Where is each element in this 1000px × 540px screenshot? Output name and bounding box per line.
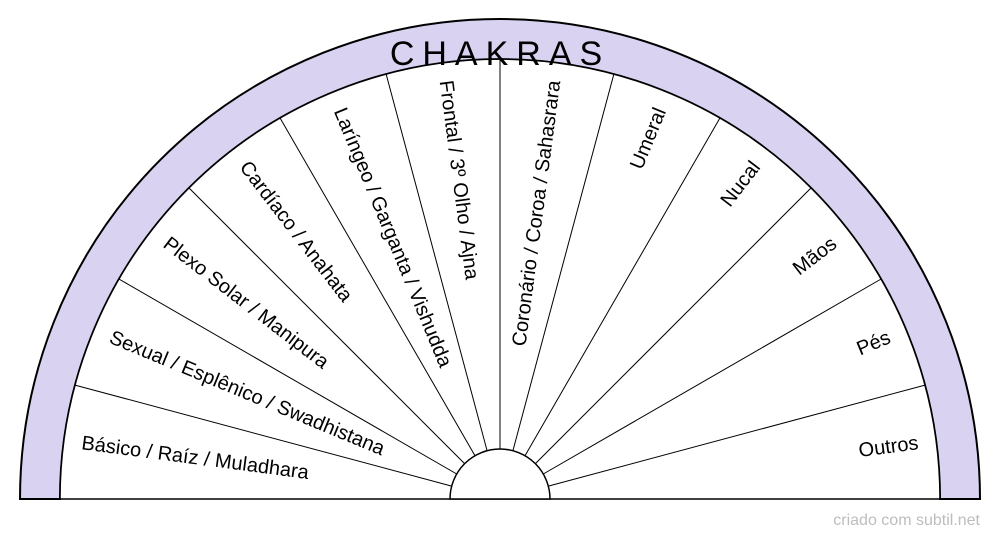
sector-divider <box>279 117 476 456</box>
sector-divider <box>512 73 615 451</box>
sector-dividers <box>60 59 940 500</box>
sector-divider <box>118 278 457 475</box>
sector-divider <box>548 384 926 487</box>
sector-divider <box>535 187 812 464</box>
sector-divider <box>543 278 882 475</box>
sector-divider <box>74 384 452 487</box>
sector-divider <box>188 187 465 464</box>
sector-divider <box>524 117 721 456</box>
sector-divider <box>385 73 488 451</box>
center-hub <box>449 448 551 500</box>
credit-text: criado com subtil.net <box>833 512 980 529</box>
chart-title: CHAKRAS <box>390 35 610 73</box>
